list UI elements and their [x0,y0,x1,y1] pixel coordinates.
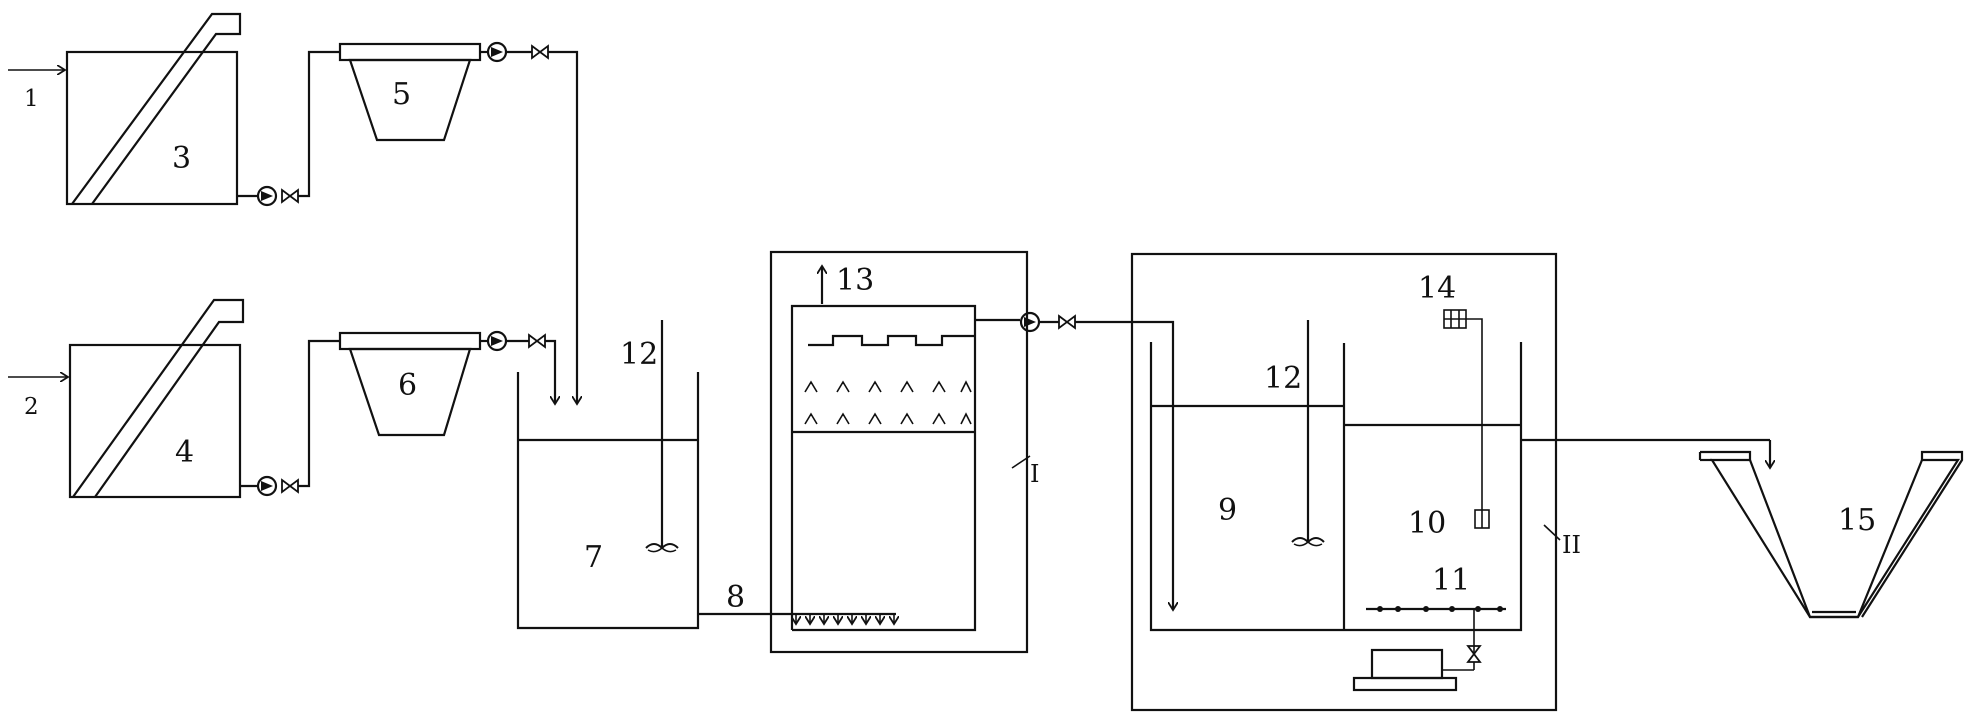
tank-9-10 [1149,320,1523,632]
label-8: 8 [726,580,745,615]
label-unit-I: I [1030,460,1039,488]
unit-II-enclosure [1130,252,1558,712]
pipe-3-to-5 [237,50,340,207]
label-13: 13 [836,263,874,298]
label-7: 7 [584,540,603,575]
tank-3 [65,12,242,206]
label-11: 11 [1432,563,1470,598]
basin-15 [1698,450,1964,619]
label-3: 3 [172,141,191,176]
label-2: 2 [24,394,39,420]
label-1: 1 [24,86,39,112]
packing-media [804,380,972,425]
sensor-14 [1443,309,1490,529]
label-5: 5 [392,77,411,112]
pipe-4-to-6 [240,339,340,497]
pipe-5-to-7 [480,41,577,404]
tank-7 [516,320,700,630]
label-4: 4 [175,435,194,470]
pipe-8 [698,612,896,624]
pipe-6-to-7 [480,330,555,404]
label-unit-II: II [1562,531,1581,559]
label-9: 9 [1218,493,1237,528]
label-10: 10 [1408,506,1446,541]
label-14: 14 [1418,271,1456,306]
label-15: 15 [1838,503,1876,538]
unit-II-leader [1543,524,1561,541]
aerator-11 [1366,606,1506,670]
unit-I-leader [1011,455,1031,469]
pipe-13-to-9 [975,311,1173,610]
label-12b: 12 [1264,361,1302,396]
tank-4 [68,298,245,499]
label-12a: 12 [620,337,658,372]
blower [1352,648,1474,692]
label-6: 6 [398,368,417,403]
unit-I-enclosure [769,250,1029,654]
reactor-13 [790,266,977,632]
